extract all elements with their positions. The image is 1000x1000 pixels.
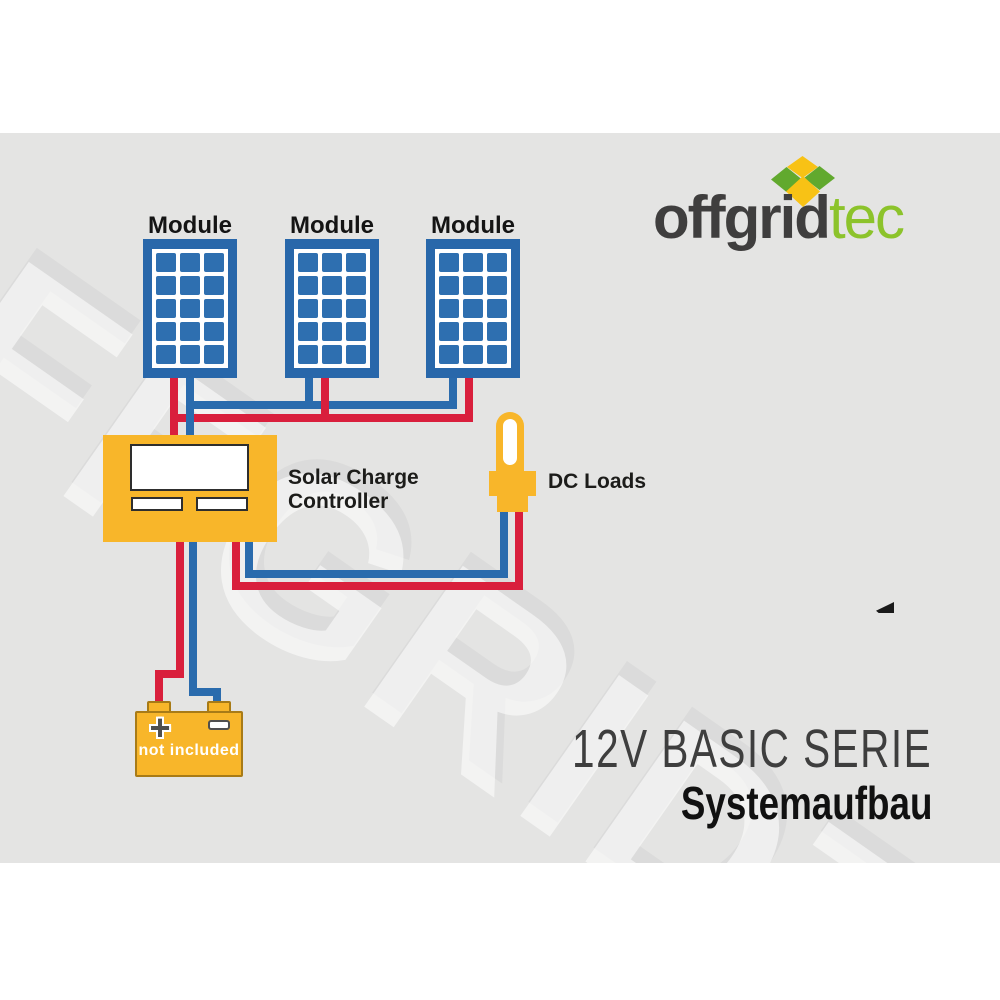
- controller-button-right: [196, 497, 248, 511]
- dc-loads-label: DC Loads: [548, 470, 647, 493]
- solar-cell: [204, 276, 224, 295]
- solar-cell: [439, 322, 459, 341]
- solar-charge-controller: [103, 435, 277, 542]
- solar-cell: [298, 299, 318, 318]
- solar-cell: [346, 299, 366, 318]
- solar-cell: [180, 345, 200, 364]
- solar-cell: [463, 299, 483, 318]
- solar-module-2: [285, 239, 379, 378]
- wire-module2-red: [321, 376, 329, 422]
- solar-cell: [180, 276, 200, 295]
- solar-cell: [322, 276, 342, 295]
- solar-cell: [156, 322, 176, 341]
- wire-battery-red-drop: [155, 670, 163, 704]
- wire-battery-red-jog: [155, 670, 184, 678]
- controller-label: Solar Charge Controller: [288, 466, 419, 514]
- solar-module-1: [143, 239, 237, 378]
- wire-module1-blue: [186, 376, 194, 436]
- solar-cell: [487, 253, 507, 272]
- solar-cell: [322, 322, 342, 341]
- solar-cell: [346, 276, 366, 295]
- solar-cell: [298, 276, 318, 295]
- wire-module1-red: [170, 376, 178, 436]
- solar-cell: [439, 253, 459, 272]
- solar-panel-grid: [435, 249, 511, 368]
- wire-load-blue-riser: [500, 511, 508, 578]
- solar-cell: [463, 253, 483, 272]
- dc-load-lamp-slot: [503, 419, 517, 465]
- wire-module3-blue: [449, 376, 457, 409]
- battery-minus-icon: [208, 720, 230, 730]
- solar-cell: [439, 299, 459, 318]
- solar-module-3: [426, 239, 520, 378]
- solar-cell: [463, 345, 483, 364]
- solar-cell: [204, 322, 224, 341]
- wire-load-red-riser: [515, 511, 523, 590]
- logo-text-offgrid: offgrid: [653, 184, 831, 251]
- solar-cell: [346, 345, 366, 364]
- wire-battery-red-vertical: [176, 540, 184, 678]
- solar-cell: [463, 276, 483, 295]
- module1-label: Module: [148, 212, 232, 239]
- solar-cell: [298, 253, 318, 272]
- dc-load-lamp-base: [497, 496, 528, 512]
- module3-label: Module: [431, 212, 515, 239]
- solar-cell: [463, 322, 483, 341]
- solar-cell: [439, 345, 459, 364]
- solar-cell: [204, 299, 224, 318]
- solar-cell: [180, 299, 200, 318]
- solar-cell: [180, 322, 200, 341]
- solar-cell: [156, 345, 176, 364]
- solar-panel-grid: [294, 249, 370, 368]
- solar-cell: [487, 299, 507, 318]
- solar-panel-grid: [152, 249, 228, 368]
- solar-cell: [346, 253, 366, 272]
- solar-cell: [487, 345, 507, 364]
- wire-module2-blue: [305, 376, 313, 409]
- wire-battery-blue-jog: [189, 688, 221, 696]
- wire-load-blue-horizontal: [245, 570, 508, 578]
- solar-cell: [298, 345, 318, 364]
- controller-button-left: [131, 497, 183, 511]
- solar-cell: [298, 322, 318, 341]
- artifact-mark: [876, 602, 894, 613]
- controller-label-line1: Solar Charge: [288, 466, 419, 489]
- wire-battery-blue-vertical: [189, 540, 197, 696]
- controller-display: [130, 444, 249, 491]
- series-title: 12V BASIC SERIE: [571, 719, 932, 779]
- wire-load-blue-vertical: [245, 540, 253, 578]
- solar-cell: [180, 253, 200, 272]
- solar-cell: [439, 276, 459, 295]
- series-subtitle: Systemaufbau: [680, 777, 932, 829]
- wire-module3-red: [465, 376, 473, 422]
- battery-terminal-negative: [207, 701, 231, 713]
- battery-note: not included: [138, 742, 240, 759]
- solar-cell: [346, 322, 366, 341]
- solar-cell: [204, 345, 224, 364]
- wire-battery-blue-drop: [213, 688, 221, 704]
- solar-cell: [156, 253, 176, 272]
- solar-cell: [156, 276, 176, 295]
- controller-label-line2: Controller: [288, 490, 389, 513]
- module2-label: Module: [290, 212, 374, 239]
- battery-terminal-positive: [147, 701, 171, 713]
- solar-cell: [487, 322, 507, 341]
- solar-cell: [204, 253, 224, 272]
- logo-diamond-top-icon: [787, 156, 818, 178]
- solar-cell: [156, 299, 176, 318]
- wire-load-red-horizontal: [232, 582, 523, 590]
- solar-cell: [322, 253, 342, 272]
- logo-wordmark: offgridtec: [653, 188, 905, 248]
- logo-text-tec: tec: [828, 184, 905, 251]
- battery-plus-icon: +: [149, 707, 171, 748]
- dc-load-lamp-socket: [489, 471, 536, 496]
- wire-load-red-vertical: [232, 540, 240, 590]
- solar-cell: [322, 345, 342, 364]
- solar-cell: [487, 276, 507, 295]
- solar-cell: [322, 299, 342, 318]
